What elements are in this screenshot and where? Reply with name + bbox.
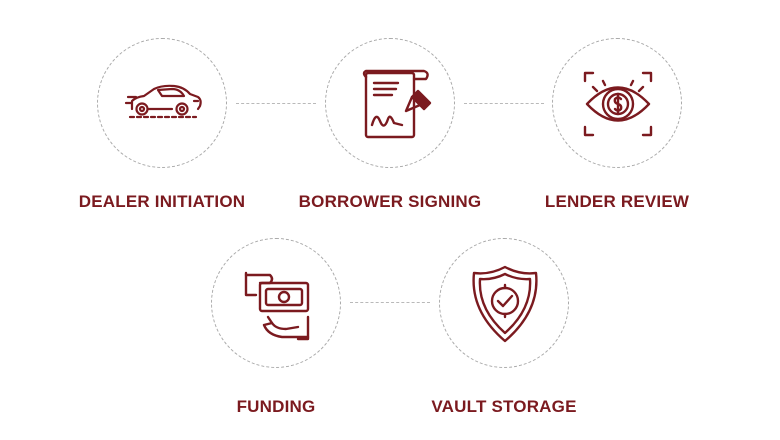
step-circle-dealer-initiation [97,38,227,168]
connector-1-2 [236,103,316,104]
step-label-lender-review: LENDER REVIEW [544,192,690,211]
hand-money-icon [244,271,310,341]
step-circle-vault-storage [439,238,569,368]
step-label-funding: FUNDING [236,397,316,416]
connector-4-5 [350,302,430,303]
connector-2-3 [464,103,544,104]
step-circle-funding [211,238,341,368]
eye-dollar-scan-icon [583,71,653,137]
car-icon [124,84,202,119]
step-circle-borrower-signing [325,38,455,168]
shield-check-icon [472,265,538,343]
signed-document-icon [362,69,432,139]
step-label-borrower-signing: BORROWER SIGNING [298,192,482,211]
step-label-dealer-initiation: DEALER INITIATION [78,192,246,211]
step-label-vault-storage: VAULT STORAGE [431,397,577,416]
step-circle-lender-review [552,38,682,168]
